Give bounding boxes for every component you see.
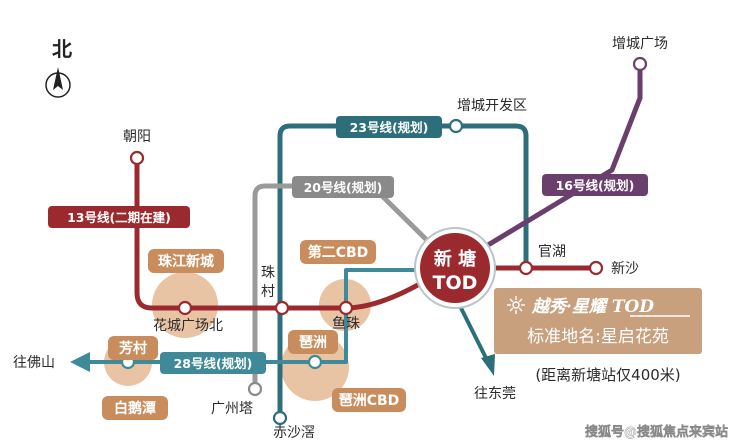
- district-pazhou-cbd-tag: 琶洲CBD: [332, 388, 406, 412]
- station-xinsha-dot: [588, 260, 604, 276]
- tag-line16: 16号线(规划): [542, 174, 648, 196]
- project-card: 越秀·星耀 TOD 标准地名:星启花苑: [494, 288, 702, 354]
- district-second-cbd-label: 第二CBD: [308, 244, 369, 261]
- compass-north-label: 北: [52, 37, 72, 61]
- station-guangzhou-tower-label: 广州塔: [211, 401, 253, 417]
- tag-line13: 13号线(二期在建): [48, 206, 190, 228]
- tag-line13-text: 13号线(二期在建): [67, 210, 171, 225]
- station-guanhu-label: 官湖: [538, 244, 566, 260]
- compass-icon: [45, 67, 71, 98]
- tag-line20-text: 20号线(规划): [304, 180, 383, 195]
- district-fangcun-tag: 芳村: [108, 336, 158, 360]
- district-pazhou-tag: 琶洲: [288, 330, 338, 354]
- project-brand: 越秀·星耀 TOD: [531, 297, 654, 317]
- district-second-cbd-tag: 第二CBD: [300, 240, 376, 264]
- tag-line23-text: 23号线(规划): [350, 120, 429, 135]
- north-compass: 北: [45, 37, 72, 98]
- station-chaoyang-dot: [129, 150, 145, 166]
- hub-label-top: 新 塘: [434, 248, 476, 270]
- station-guanhu-dot: [518, 260, 534, 276]
- district-fangcun-label: 芳村: [119, 340, 147, 357]
- station-xinsha-label: 新沙: [611, 261, 639, 277]
- sunburst-icon: [507, 296, 525, 314]
- tag-line28: 28号线(规划): [160, 352, 266, 374]
- station-chishagang-dot: [272, 410, 288, 426]
- station-guangzhou-tower-dot: [247, 381, 263, 397]
- station-huacheng-north-label: 花城广场北: [153, 318, 223, 334]
- station-chaoyang-label: 朝阳: [123, 129, 151, 145]
- xintang-tod-hub: 新 塘 TOD: [414, 227, 496, 309]
- watermark: 搜狐号@搜狐焦点来宾站: [585, 424, 728, 440]
- direction-foshan-label: 往佛山: [13, 355, 55, 371]
- project-distance: (距离新塘站仅400米): [535, 366, 680, 384]
- hub-label-bottom: TOD: [433, 272, 478, 294]
- arrow-dongguan-icon: [481, 354, 495, 376]
- tag-line16-text: 16号线(规划): [556, 178, 635, 193]
- station-zhucun-dot: [274, 300, 290, 316]
- district-pazhou-cbd-label: 琶洲CBD: [339, 393, 400, 409]
- district-baietan-tag: 白鹅潭: [102, 396, 168, 420]
- district-zhujiang-newtown-tag: 珠江新城: [148, 249, 224, 273]
- district-pazhou-label: 琶洲: [299, 335, 327, 351]
- station-yuzhu-dot: [338, 300, 354, 316]
- arrow-foshan-icon: [70, 352, 90, 372]
- station-zengcheng-square-label: 增城广场: [612, 36, 668, 52]
- line-16-path: [458, 68, 643, 265]
- station-chishagang-label: 赤沙滘: [273, 425, 315, 441]
- tag-line20: 20号线(规划): [292, 176, 394, 198]
- line-20-path: [252, 183, 447, 389]
- station-yuzhu-label: 鱼珠: [332, 315, 360, 332]
- station-huacheng-north-dot: [177, 300, 193, 316]
- tag-line23: 23号线(规划): [336, 116, 442, 138]
- station-pazhou-dot: [307, 354, 323, 370]
- district-baietan-label: 白鹅潭: [114, 400, 156, 417]
- station-zengcheng-dev-dot: [448, 118, 464, 134]
- direction-dongguan-label: 往东莞: [474, 386, 516, 402]
- tag-line28-text: 28号线(规划): [174, 356, 253, 371]
- station-zengcheng-dev-label: 增城开发区: [457, 98, 527, 114]
- project-name: 标准地名:星启花苑: [527, 327, 669, 347]
- station-zhucun-label-2: 村: [261, 284, 275, 300]
- station-zhucun-label-1: 珠: [261, 265, 275, 281]
- district-zhujiang-newtown-label: 珠江新城: [158, 253, 214, 270]
- station-zengcheng-square-dot: [632, 56, 648, 72]
